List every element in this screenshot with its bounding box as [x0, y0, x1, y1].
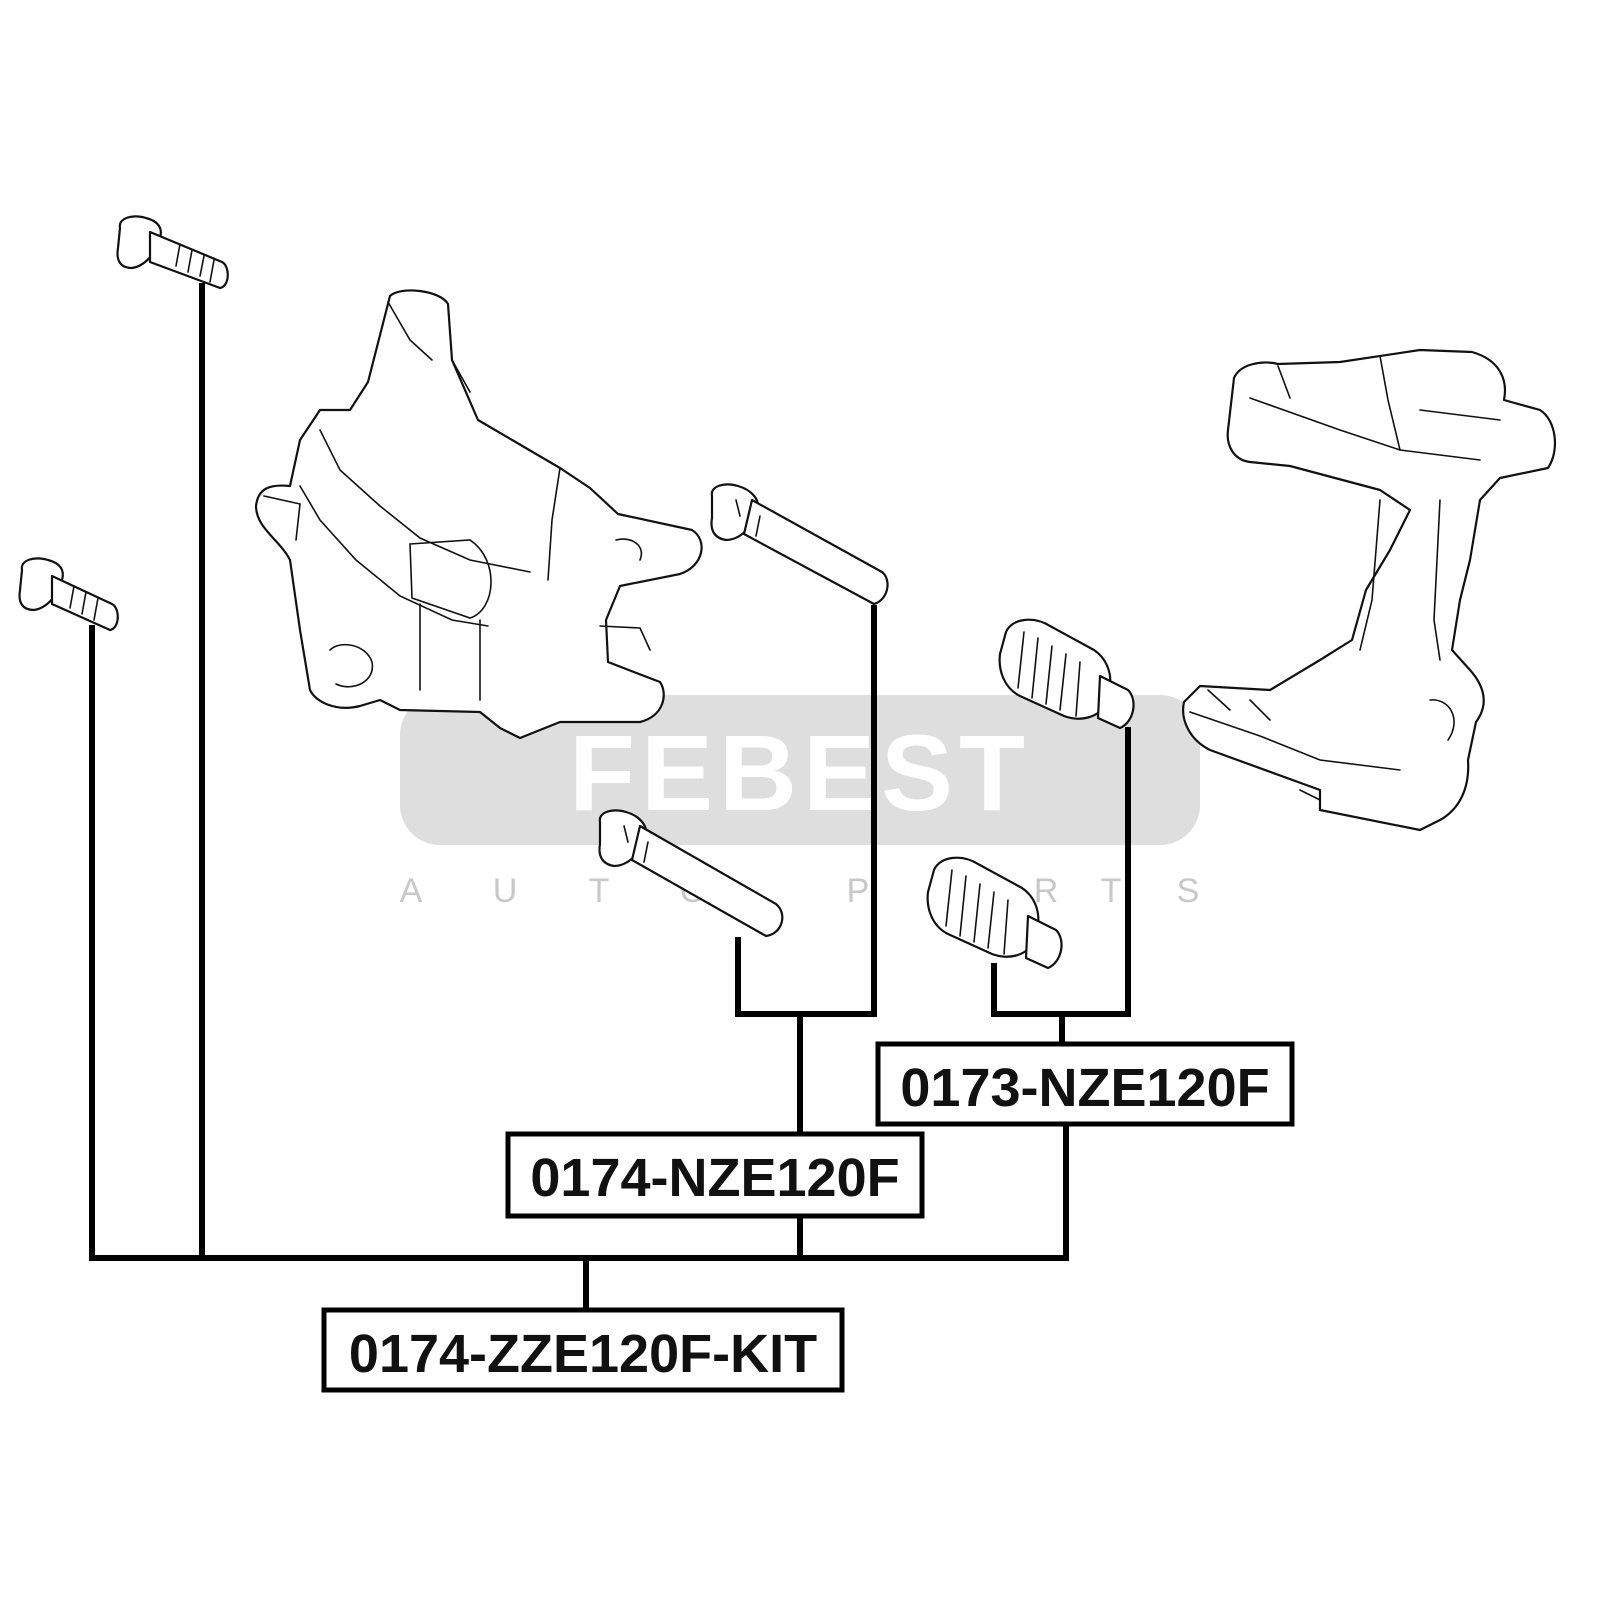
caliper-bracket — [1182, 348, 1556, 832]
leader-guide-pins — [735, 605, 877, 1017]
watermark-letter: R — [1034, 872, 1063, 910]
label-boot-pair-text: 0173-NZE120F — [900, 1058, 1269, 1118]
mounting-bolt-upper — [116, 215, 229, 290]
label-bolt-pair-text: 0174-NZE120F — [530, 1148, 899, 1208]
pin-boot-upper — [998, 618, 1135, 730]
watermark-letter: P — [847, 872, 874, 910]
guide-pin-lower — [598, 809, 784, 938]
label-boot-pair: 0173-NZE120F — [875, 1041, 1295, 1127]
caliper-body — [254, 289, 703, 740]
leader-lines — [89, 283, 1131, 1313]
mounting-bolt-lower — [18, 557, 119, 632]
pin-boot-lower — [926, 856, 1063, 970]
watermark-letter: U — [493, 872, 522, 910]
watermark-letter: A — [400, 872, 427, 910]
watermark-brand: FEBEST — [569, 712, 1031, 833]
label-kit-text: 0174-ZZE120F-KIT — [349, 1324, 817, 1384]
watermark-subtitle: A U T O P A R T S — [400, 872, 1204, 910]
label-kit-box — [321, 1307, 845, 1393]
watermark-letter: T — [589, 872, 614, 910]
label-kit: 0174-ZZE120F-KIT — [321, 1307, 845, 1393]
watermark-letter: T — [1101, 872, 1126, 910]
watermark-panel — [400, 695, 1200, 845]
watermark-letter: S — [1177, 872, 1204, 910]
label-bolt-pair: 0174-NZE120F — [505, 1131, 925, 1219]
label-boot-pair-box — [875, 1041, 1295, 1127]
label-bolt-pair-box — [505, 1131, 925, 1219]
guide-pin-upper — [710, 483, 889, 606]
